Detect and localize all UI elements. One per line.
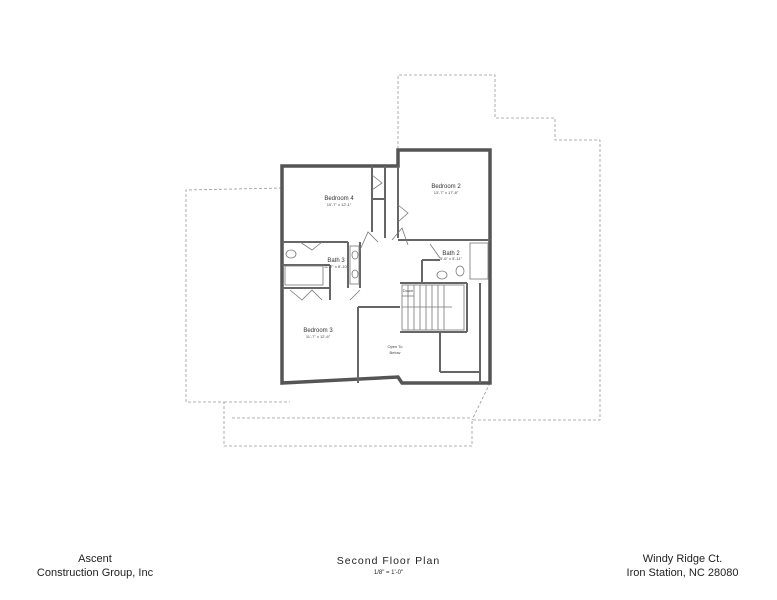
plan-title-block: Second Floor Plan 1/8" = 1'-0": [300, 554, 477, 578]
toilet-icon: [285, 249, 297, 259]
room-name: Bath 3: [327, 258, 345, 264]
bathtub-icon: [284, 265, 324, 286]
svg-text:Below: Below: [390, 350, 401, 355]
room-name: Bath 2: [442, 251, 460, 257]
open-to-below: Open To Below: [387, 344, 403, 355]
room-bedroom-4: Bedroom 4 10'-7" x 12'-1": [324, 196, 354, 207]
room-name: Bedroom 2: [431, 184, 461, 190]
sink-icon: [436, 270, 448, 280]
room-bath-2: Bath 2 5'-6" x 5'-11": [440, 251, 463, 261]
door-swings: [289, 174, 441, 301]
room-bedroom-3: Bedroom 3 11'-7" x 12'-6": [303, 328, 333, 339]
company-name: Ascent Construction Group, Inc: [36, 553, 154, 579]
stair-down-label: Down: [403, 288, 413, 293]
room-size: 10'-7" x 12'-1": [327, 202, 352, 207]
room-size: 11'-7" x 12'-6": [306, 334, 331, 339]
exterior-walls: [280, 148, 492, 385]
shower-icon: [469, 242, 489, 280]
sink-icon: [351, 250, 359, 260]
plan-scale: 1/8" = 1'-0": [373, 570, 404, 576]
room-size: 11'-7" x 8'-10": [324, 264, 349, 269]
room-size: 13'-7" x 17'-8": [434, 190, 459, 195]
svg-text:Open To: Open To: [387, 344, 403, 349]
room-bedroom-2: Bedroom 2 13'-7" x 17'-8": [431, 184, 461, 195]
interior-walls: [282, 166, 490, 383]
room-name: Bedroom 3: [303, 328, 333, 334]
staircase: [401, 284, 465, 331]
toilet-icon: [455, 265, 465, 277]
room-name: Bedroom 4: [324, 196, 354, 202]
site-address: Windy Ridge Ct. Iron Station, NC 28080: [626, 553, 739, 579]
room-bath-3: Bath 3 11'-7" x 8'-10": [324, 258, 349, 269]
lower-roof-outline: [185, 74, 601, 447]
bath-fixtures: [284, 242, 489, 286]
room-size: 5'-6" x 5'-11": [440, 256, 463, 261]
plan-title: Second Floor Plan: [336, 555, 441, 567]
sink-icon: [351, 269, 359, 279]
